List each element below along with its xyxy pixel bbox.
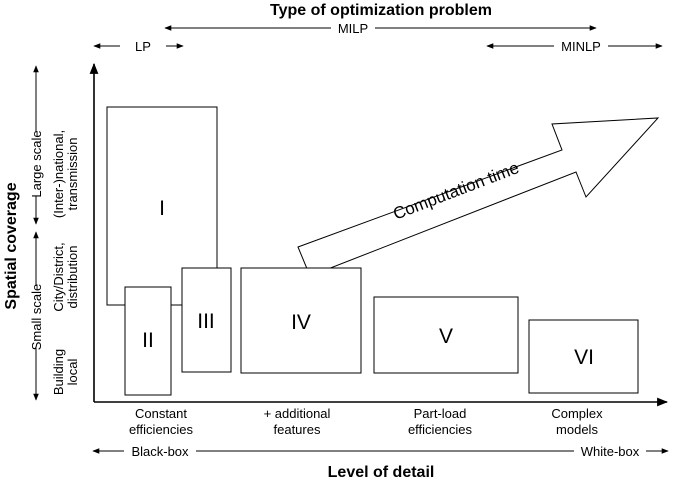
- minlp-label: MINLP: [561, 39, 601, 54]
- region-IV: IV: [240, 267, 362, 374]
- level-building-line1: Building: [51, 349, 66, 395]
- black-box-label: Black-box: [131, 444, 189, 459]
- region-IV-label: IV: [291, 311, 311, 334]
- category-constant-line2: efficiencies: [129, 422, 194, 437]
- region-II: II: [124, 286, 172, 396]
- region-III: III: [181, 267, 232, 373]
- region-I-label: I: [159, 197, 165, 220]
- y-axis-title: Spatial coverage: [3, 182, 20, 309]
- region-VI-label: VI: [574, 346, 594, 369]
- category-constant-line1: Constant: [135, 406, 187, 421]
- level-city-line2: distribution: [65, 246, 80, 309]
- large-scale-range: Large scale: [29, 65, 44, 225]
- region-III-label: III: [197, 310, 215, 333]
- region-V-label: V: [439, 325, 453, 348]
- category-additional-line1: + additional: [264, 406, 331, 421]
- milp-label: MILP: [338, 21, 368, 36]
- model-type-range: Black-box White-box: [92, 444, 669, 459]
- small-scale-label: Small scale: [29, 284, 44, 350]
- category-complex-line1: Complex: [551, 406, 603, 421]
- milp-range: MILP: [164, 21, 597, 36]
- small-scale-range: Small scale: [29, 231, 44, 401]
- x-axis-title: Level of detail: [328, 464, 435, 481]
- category-complex-line2: models: [556, 422, 598, 437]
- category-partload-line1: Part-load: [414, 406, 467, 421]
- computation-time-arrow: Computation time: [297, 117, 660, 277]
- minlp-range: MINLP: [486, 39, 663, 54]
- top-title: Type of optimization problem: [270, 2, 492, 19]
- lp-range: LP: [93, 39, 184, 54]
- lp-label: LP: [135, 39, 151, 54]
- region-VI: VI: [528, 319, 639, 394]
- level-national-line2: transmission: [65, 138, 80, 211]
- level-national-line1: (Inter-)national,: [51, 130, 66, 218]
- large-scale-label: Large scale: [29, 130, 44, 197]
- category-additional-line2: features: [274, 422, 321, 437]
- category-partload-line2: efficiencies: [408, 422, 473, 437]
- white-box-label: White-box: [581, 444, 640, 459]
- level-building-line2: local: [65, 359, 80, 386]
- region-V: V: [373, 296, 519, 374]
- level-city-line1: City/District,: [51, 242, 66, 311]
- region-II-label: II: [142, 329, 154, 352]
